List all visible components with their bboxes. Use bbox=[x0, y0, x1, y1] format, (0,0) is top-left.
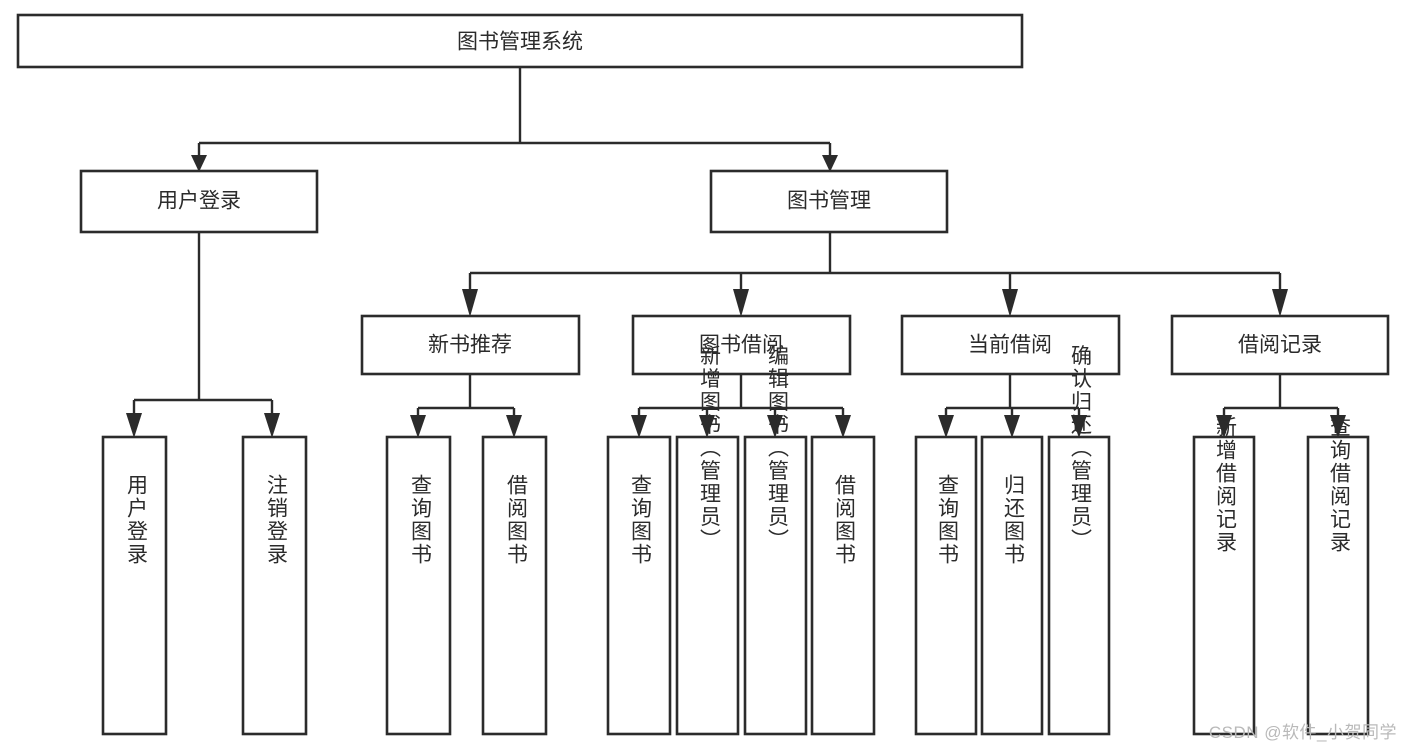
node-leaf-currentborrow-confirm-box[interactable] bbox=[1047, 435, 1111, 736]
node-leaf-currentborrow-confirm[interactable]: 确认归还（管理员） bbox=[1047, 345, 1111, 736]
arrow-bookborrow-leaf-3 bbox=[767, 415, 783, 438]
node-leaf-borrowrecord-query-box[interactable] bbox=[1306, 435, 1370, 736]
node-leaf-currentborrow-return-box[interactable] bbox=[980, 435, 1044, 736]
node-leaf-bookborrow-borrow[interactable]: 借阅图书 bbox=[810, 435, 876, 736]
node-leaf-user-login[interactable]: 用户登录 bbox=[101, 435, 168, 736]
node-leaf-newbook-query-label: 查询图书 bbox=[408, 474, 432, 566]
node-new-book-recommend-box[interactable] bbox=[360, 314, 581, 376]
node-borrow-record-label: 借阅记录 bbox=[1238, 334, 1322, 357]
watermark: CSDN @软件_小贺同学 bbox=[1208, 723, 1397, 742]
node-leaf-bookborrow-edit-label: 编辑图书（管理员） bbox=[765, 345, 789, 552]
node-book-manage-box[interactable] bbox=[709, 169, 949, 234]
arrow-borrowrecord-leaf-2 bbox=[1330, 415, 1346, 438]
node-leaf-newbook-query-box[interactable] bbox=[385, 435, 452, 736]
node-book-manage-label: 图书管理 bbox=[787, 190, 871, 213]
node-leaf-currentborrow-confirm-label: 确认归还（管理员） bbox=[1068, 345, 1092, 552]
node-current-borrow-box[interactable] bbox=[900, 314, 1121, 376]
node-leaf-logout-label: 注销登录 bbox=[264, 474, 288, 566]
node-leaf-newbook-borrow-label: 借阅图书 bbox=[504, 474, 528, 566]
arrow-newbook-leaf-1 bbox=[410, 415, 426, 438]
node-leaf-currentborrow-query[interactable]: 查询图书 bbox=[914, 435, 978, 736]
node-borrow-record-box[interactable] bbox=[1170, 314, 1390, 376]
node-leaf-bookborrow-add-label: 新增图书（管理员） bbox=[697, 345, 721, 552]
arrow-bookmanage-to-new-book bbox=[462, 289, 478, 317]
node-leaf-newbook-borrow-box[interactable] bbox=[481, 435, 548, 736]
arrow-bookmanage-to-borrow-record bbox=[1272, 289, 1288, 317]
node-book-manage[interactable]: 图书管理 bbox=[709, 169, 949, 234]
node-leaf-currentborrow-query-box[interactable] bbox=[914, 435, 978, 736]
node-leaf-user-login-label: 用户登录 bbox=[124, 474, 148, 566]
arrow-root-to-user-login bbox=[191, 155, 207, 172]
node-leaf-user-login-box[interactable] bbox=[101, 435, 168, 736]
node-leaf-borrowrecord-query[interactable]: 查询借阅记录 bbox=[1306, 416, 1370, 736]
node-user-login-box[interactable] bbox=[79, 169, 319, 234]
node-leaf-bookborrow-borrow-label: 借阅图书 bbox=[832, 474, 856, 566]
node-leaf-currentborrow-return-label: 归还图书 bbox=[1001, 474, 1025, 566]
node-leaf-borrowrecord-add-label: 新增借阅记录 bbox=[1213, 416, 1237, 554]
node-root-box[interactable] bbox=[16, 13, 1024, 69]
arrow-currentborrow-leaf-1 bbox=[938, 415, 954, 438]
node-leaf-bookborrow-edit[interactable]: 编辑图书（管理员） bbox=[743, 345, 808, 736]
node-book-borrow-box[interactable] bbox=[631, 314, 852, 376]
node-leaf-bookborrow-add[interactable]: 新增图书（管理员） bbox=[675, 345, 740, 736]
node-leaf-bookborrow-query[interactable]: 查询图书 bbox=[606, 435, 672, 736]
node-borrow-record[interactable]: 借阅记录 bbox=[1170, 314, 1390, 376]
node-leaf-currentborrow-query-label: 查询图书 bbox=[935, 474, 959, 566]
connector-group bbox=[126, 67, 1346, 438]
arrow-currentborrow-leaf-3 bbox=[1071, 415, 1087, 438]
node-leaf-bookborrow-add-box[interactable] bbox=[675, 435, 740, 736]
arrow-currentborrow-leaf-2 bbox=[1004, 415, 1020, 438]
arrow-bookborrow-leaf-4 bbox=[835, 415, 851, 438]
node-current-borrow-label: 当前借阅 bbox=[968, 334, 1052, 357]
node-leaf-logout[interactable]: 注销登录 bbox=[241, 435, 308, 736]
node-leaf-currentborrow-return[interactable]: 归还图书 bbox=[980, 435, 1044, 736]
node-leaf-bookborrow-edit-box[interactable] bbox=[743, 435, 808, 736]
node-book-borrow[interactable]: 图书借阅 bbox=[631, 314, 852, 376]
node-root-label: 图书管理系统 bbox=[457, 31, 583, 54]
node-user-login-label: 用户登录 bbox=[157, 190, 241, 213]
arrow-root-to-book-manage bbox=[822, 155, 838, 172]
node-leaf-borrowrecord-add[interactable]: 新增借阅记录 bbox=[1192, 416, 1256, 736]
node-leaf-borrowrecord-add-box[interactable] bbox=[1192, 435, 1256, 736]
arrow-bookborrow-leaf-2 bbox=[699, 415, 715, 438]
node-leaf-borrowrecord-query-label: 查询借阅记录 bbox=[1327, 416, 1351, 554]
arrow-borrowrecord-leaf-1 bbox=[1216, 415, 1232, 438]
node-book-borrow-label: 图书借阅 bbox=[699, 334, 783, 357]
node-new-book-recommend-label: 新书推荐 bbox=[428, 334, 512, 357]
node-root[interactable]: 图书管理系统 bbox=[16, 13, 1024, 69]
node-leaf-logout-box[interactable] bbox=[241, 435, 308, 736]
arrow-userlogin-leaf-1 bbox=[126, 413, 142, 438]
arrow-bookborrow-leaf-1 bbox=[631, 415, 647, 438]
node-leaf-bookborrow-query-box[interactable] bbox=[606, 435, 672, 736]
node-new-book-recommend[interactable]: 新书推荐 bbox=[360, 314, 581, 376]
arrow-bookmanage-to-current-borrow bbox=[1002, 289, 1018, 317]
arrow-userlogin-leaf-2 bbox=[264, 413, 280, 438]
node-leaf-bookborrow-borrow-box[interactable] bbox=[810, 435, 876, 736]
arrow-newbook-leaf-2 bbox=[506, 415, 522, 438]
node-leaf-bookborrow-query-label: 查询图书 bbox=[628, 474, 652, 566]
node-current-borrow[interactable]: 当前借阅 bbox=[900, 314, 1121, 376]
node-leaf-newbook-borrow[interactable]: 借阅图书 bbox=[481, 435, 548, 736]
arrow-bookmanage-to-book-borrow bbox=[733, 289, 749, 317]
node-user-login[interactable]: 用户登录 bbox=[79, 169, 319, 234]
node-leaf-newbook-query[interactable]: 查询图书 bbox=[385, 435, 452, 736]
